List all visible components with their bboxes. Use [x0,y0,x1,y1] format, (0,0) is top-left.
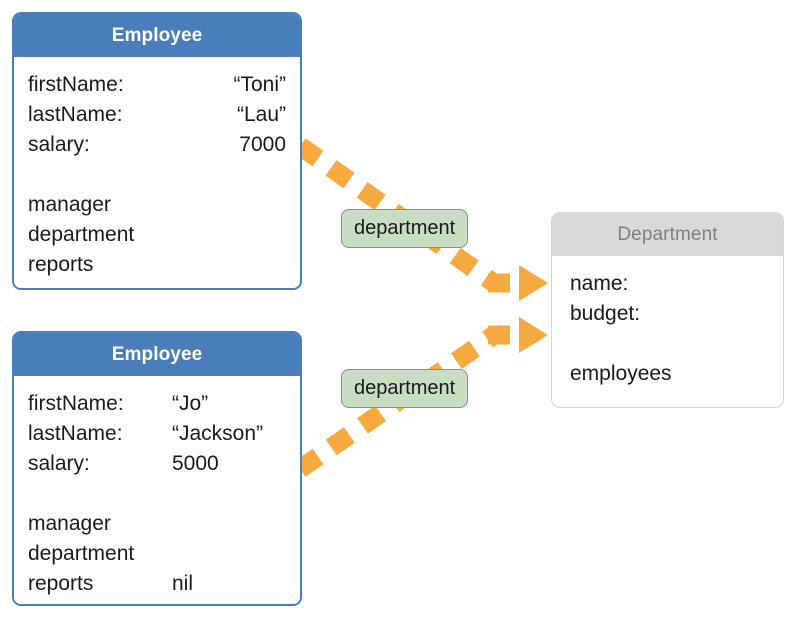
object-card-department[interactable]: Department name: budget: employees [551,212,784,408]
slot-name: department [28,542,135,565]
slot-name: salary: [28,133,90,156]
slot-row: firstName: “Jo” [28,389,286,419]
relation-label-bottom[interactable]: department [341,369,469,408]
slot-name: lastName: [28,422,123,445]
slot-row: reports nil [28,569,286,599]
relation-arrow-bottom-head [519,317,548,353]
slot-row: department [28,220,286,250]
slot-list: firstName: “Jo” lastName: “Jackson” sala… [28,389,286,599]
slot-name: reports [28,572,94,595]
slot-name: budget: [570,302,641,325]
object-card-employee-jo[interactable]: Employee firstName: “Jo” lastName: “Jack… [12,331,302,606]
slot-name: department [28,223,135,246]
slot-name: employees [570,362,672,385]
slot-spacer [28,160,286,190]
object-card-body: firstName: “Jo” lastName: “Jackson” sala… [14,376,300,604]
slot-row: salary: 5000 [28,449,286,479]
slot-name: firstName: [28,392,124,415]
slot-spacer [28,479,286,509]
relation-label-top[interactable]: department [341,209,469,248]
slot-row: manager [28,190,286,220]
object-card-title: Employee [14,14,300,57]
slot-name: lastName: [28,103,123,126]
slot-value: “Jo” [172,392,209,415]
slot-row: name: [570,269,767,299]
slot-name: manager [28,512,111,535]
slot-row: reports [28,250,286,280]
object-card-body: name: budget: employees [552,256,783,401]
slot-row: manager [28,509,286,539]
slot-row: department [28,539,286,569]
slot-list: firstName: “Toni” lastName: “Lau” salary… [28,70,286,280]
slot-list: name: budget: employees [570,269,767,389]
object-card-body: firstName: “Toni” lastName: “Lau” salary… [14,57,300,288]
slot-name: salary: [28,452,90,475]
slot-row: budget: [570,299,767,329]
object-card-employee-toni[interactable]: Employee firstName: “Toni” lastName: “La… [12,12,302,290]
slot-name: name: [570,272,629,295]
slot-row: lastName: “Lau” [28,100,286,130]
slot-row: lastName: “Jackson” [28,419,286,449]
slot-value: 5000 [172,452,219,475]
slot-name: reports [28,253,94,276]
relation-arrow-top-head [519,265,548,301]
slot-row: firstName: “Toni” [28,70,286,100]
slot-value: nil [172,572,194,595]
slot-spacer [570,329,767,359]
slot-name: manager [28,193,111,216]
slot-value: “Jackson” [172,422,264,445]
slot-row: salary: 7000 [28,130,286,160]
slot-row: employees [570,359,767,389]
slot-name: firstName: [28,73,124,96]
slot-value: “Lau” [236,103,286,126]
object-card-title: Department [552,213,783,256]
slot-value: “Toni” [233,73,286,96]
object-card-title: Employee [14,333,300,376]
slot-value: 7000 [239,133,286,156]
